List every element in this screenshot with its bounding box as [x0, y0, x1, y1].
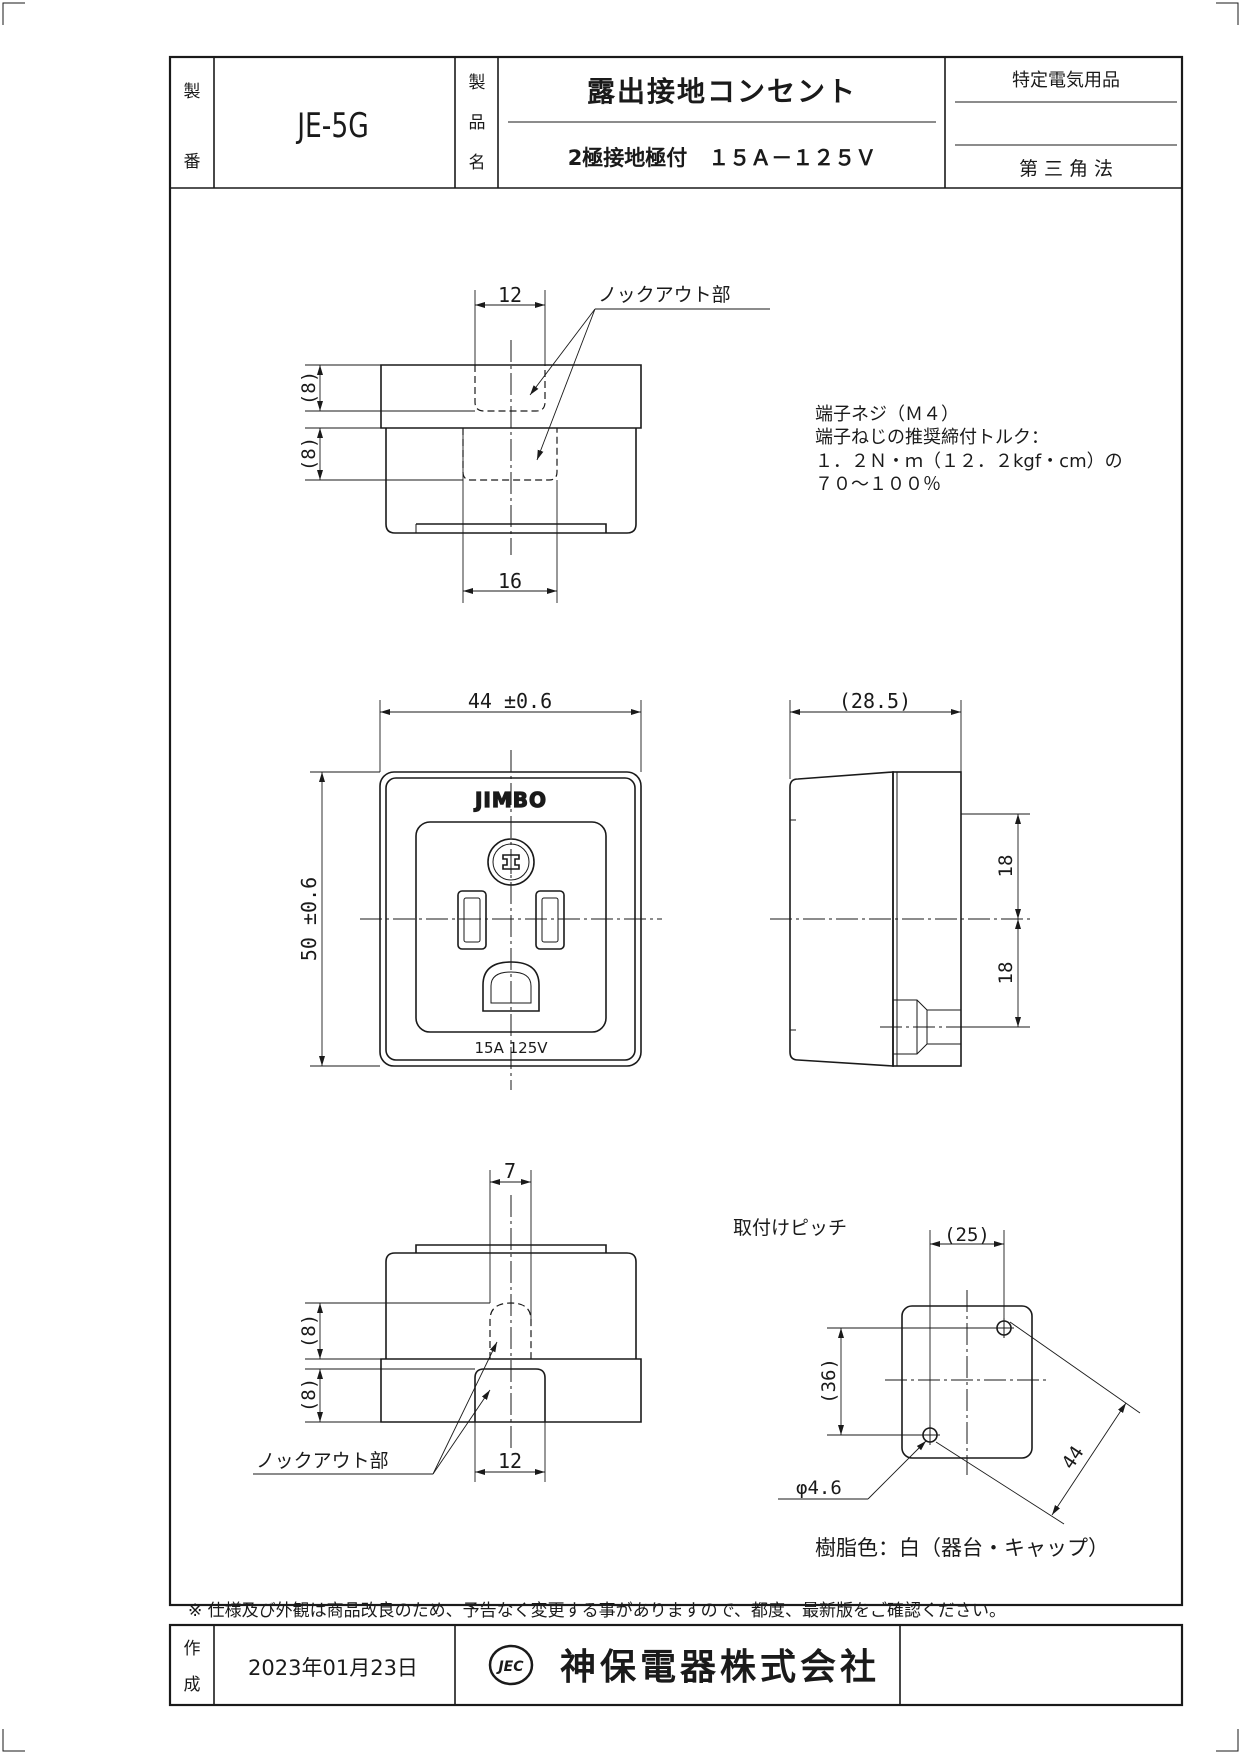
part-number: JE-5G	[295, 107, 368, 146]
front-brand-logo: JIMBO	[473, 788, 547, 812]
front-dim-width: 44 ±0.6	[468, 689, 552, 713]
mounting-dim-horizontal: (25)	[944, 1224, 990, 1246]
mounting-pitch-view: 取付けピッチ (25) (36) 44 φ4.6	[733, 1217, 1141, 1525]
footer-block: 作 成 2023年01月23日 JEC 神保電器株式会社	[168, 1623, 1184, 1707]
top-dim-upper-height: (8)	[298, 371, 320, 405]
top-knockout-label: ノックアウト部	[598, 284, 731, 306]
projection-method: 第 三 角 法	[1019, 158, 1113, 180]
left-blade-slot	[457, 890, 487, 950]
name-label-3: 名	[469, 153, 486, 173]
terminal-note: 端子ネジ（Ｍ４） 端子ねじの推奨締付トルク： １．２Ｎ・ｍ（１２．２kgf・cm…	[815, 404, 1123, 495]
resin-color-note: 樹脂色：白（器台・キャップ）	[815, 1536, 1109, 1560]
product-category: 特定電気用品	[1012, 70, 1120, 91]
side-dim-lower: 18	[995, 962, 1017, 985]
side-view: (28.5) 18 18	[770, 689, 1030, 1067]
product-name: 露出接地コンセント	[587, 75, 857, 108]
top-dim-bottom-width: 16	[498, 569, 522, 593]
name-label-2: 品	[469, 113, 486, 133]
top-view: 12 16 (8) (8) ノックアウト部	[298, 283, 770, 603]
mounting-hole-diameter: φ4.6	[796, 1477, 842, 1499]
front-dim-height: 50 ±0.6	[297, 877, 321, 961]
side-dim-upper: 18	[995, 855, 1017, 878]
top-dim-lower-height: (8)	[298, 437, 320, 471]
right-blade-slot	[535, 890, 565, 950]
company-name: 神保電器株式会社	[560, 1647, 880, 1688]
jec-logo: JEC	[488, 1644, 534, 1686]
terminal-note-line4: ７０～１００％	[815, 474, 941, 495]
top-dim-knockout-width: 12	[498, 283, 522, 307]
title-block: 製 番 JE-5G 製 品 名 露出接地コンセント 2極接地極付 １５Ａ－１２５…	[170, 57, 1182, 189]
bottom-view: 7 12 (8) (8) ノックアウト部	[253, 1159, 642, 1482]
side-dim-depth: (28.5)	[839, 689, 911, 713]
disclaimer-note: ※ 仕様及び外観は商品改良のため、予告なく変更する事がありますので、都度、最新版…	[188, 1601, 1006, 1621]
bottom-dim-width: 12	[498, 1449, 522, 1473]
terminal-note-line2: 端子ねじの推奨締付トルク：	[815, 427, 1049, 448]
bottom-dim-knockout: 7	[504, 1159, 516, 1183]
product-spec: 2極接地極付 １５Ａ－１２５Ｖ	[568, 146, 877, 170]
mounting-dim-vertical: (36)	[818, 1358, 840, 1404]
created-date: 2023年01月23日	[248, 1656, 418, 1680]
part-no-label-top: 製	[184, 82, 201, 102]
created-label-bottom: 成	[184, 1675, 201, 1695]
bottom-dim-lower-height: (8)	[298, 1378, 320, 1412]
terminal-note-line3: １．２Ｎ・ｍ（１２．２kgf・cm）の	[815, 451, 1123, 472]
mounting-dim-diagonal: 44	[1058, 1442, 1089, 1473]
created-label-top: 作	[184, 1639, 201, 1659]
mounting-title: 取付けピッチ	[733, 1217, 847, 1239]
bottom-knockout-label: ノックアウト部	[256, 1450, 389, 1472]
terminal-note-line1: 端子ネジ（Ｍ４）	[815, 404, 959, 425]
front-view: JIMBO 15A 125V 44 ±0.6 50 ±0.6	[297, 689, 662, 1090]
bottom-dim-upper-height: (8)	[298, 1314, 320, 1348]
drawing-frame	[168, 55, 1184, 1607]
name-label-1: 製	[469, 73, 486, 93]
part-no-label-bottom: 番	[184, 152, 201, 172]
jec-logo-text: JEC	[495, 1659, 524, 1675]
